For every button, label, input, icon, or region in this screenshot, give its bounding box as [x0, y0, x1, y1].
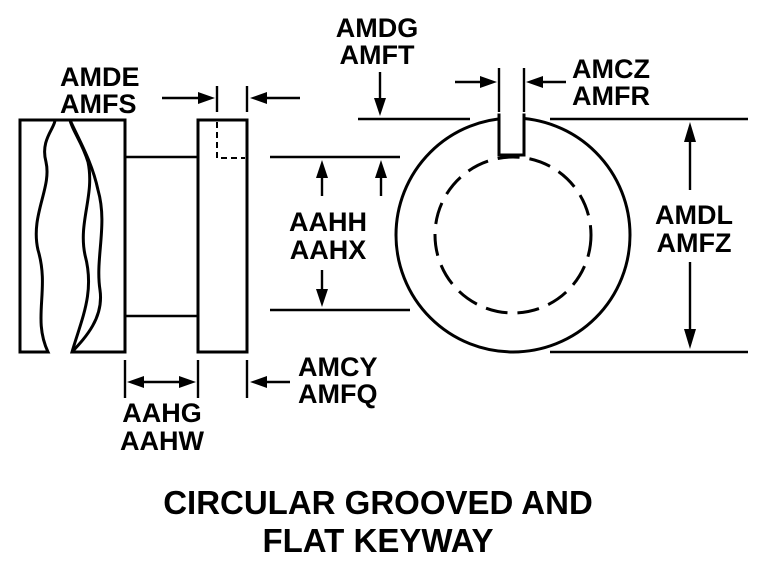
shaft-break-inner-line — [68, 119, 104, 354]
dimension-labels: AMDG AMFT AMDE AMFS AMCZ AMFR AAHH AAHX … — [60, 13, 733, 456]
label-aahg: AAHG — [122, 398, 202, 428]
amcz-arrowhead-left — [480, 76, 497, 88]
aahh-arrowhead-up-2 — [375, 160, 387, 178]
collar-side-view — [196, 118, 249, 354]
amde-arrowhead-left — [198, 92, 215, 104]
amde-arrowhead-right — [250, 92, 267, 104]
shaft-break-left — [18, 118, 57, 354]
key-slot-mask — [500, 112, 523, 120]
label-amcy: AMCY — [298, 352, 378, 382]
label-amde: AMDE — [60, 62, 140, 92]
keyway-hidden-lines — [216, 122, 245, 159]
amdg-arrowhead — [374, 98, 386, 116]
aahh-arrowhead-down — [316, 289, 328, 307]
label-aahh: AAHH — [289, 207, 367, 237]
amdl-arrowhead-up — [684, 122, 696, 142]
label-amcz: AMCZ — [572, 54, 650, 84]
label-amdl: AMDL — [655, 200, 733, 230]
label-amfz: AMFZ — [657, 228, 732, 258]
label-amfr: AMFR — [572, 81, 650, 111]
title-line-2: FLAT KEYWAY — [262, 522, 493, 559]
shaft-break-right-edge — [55, 118, 127, 354]
amcz-arrowhead-right — [526, 76, 543, 88]
amdl-arrowhead-down — [684, 329, 696, 349]
title-line-1: CIRCULAR GROOVED AND — [163, 484, 593, 521]
extension-lines — [123, 68, 748, 398]
label-amfq: AMFQ — [298, 379, 377, 409]
aahg-arrowhead-right — [179, 376, 196, 388]
key-slot — [497, 113, 526, 157]
label-amdg: AMDG — [336, 13, 419, 43]
dimension-arrows — [127, 72, 696, 388]
label-aahx: AAHX — [290, 235, 367, 265]
shaft-side-view — [18, 118, 198, 354]
aahg-arrowhead-left — [127, 376, 144, 388]
aahh-arrowhead-up-1 — [316, 160, 328, 178]
collar-rect — [196, 118, 249, 354]
diagram-title: CIRCULAR GROOVED AND FLAT KEYWAY — [163, 484, 593, 559]
inner-dashed-circle — [433, 155, 593, 315]
label-amft: AMFT — [340, 40, 415, 70]
label-amfs: AMFS — [60, 89, 137, 119]
label-aahw: AAHW — [120, 426, 204, 456]
end-view — [394, 112, 632, 354]
amcy-arrowhead — [250, 376, 267, 388]
